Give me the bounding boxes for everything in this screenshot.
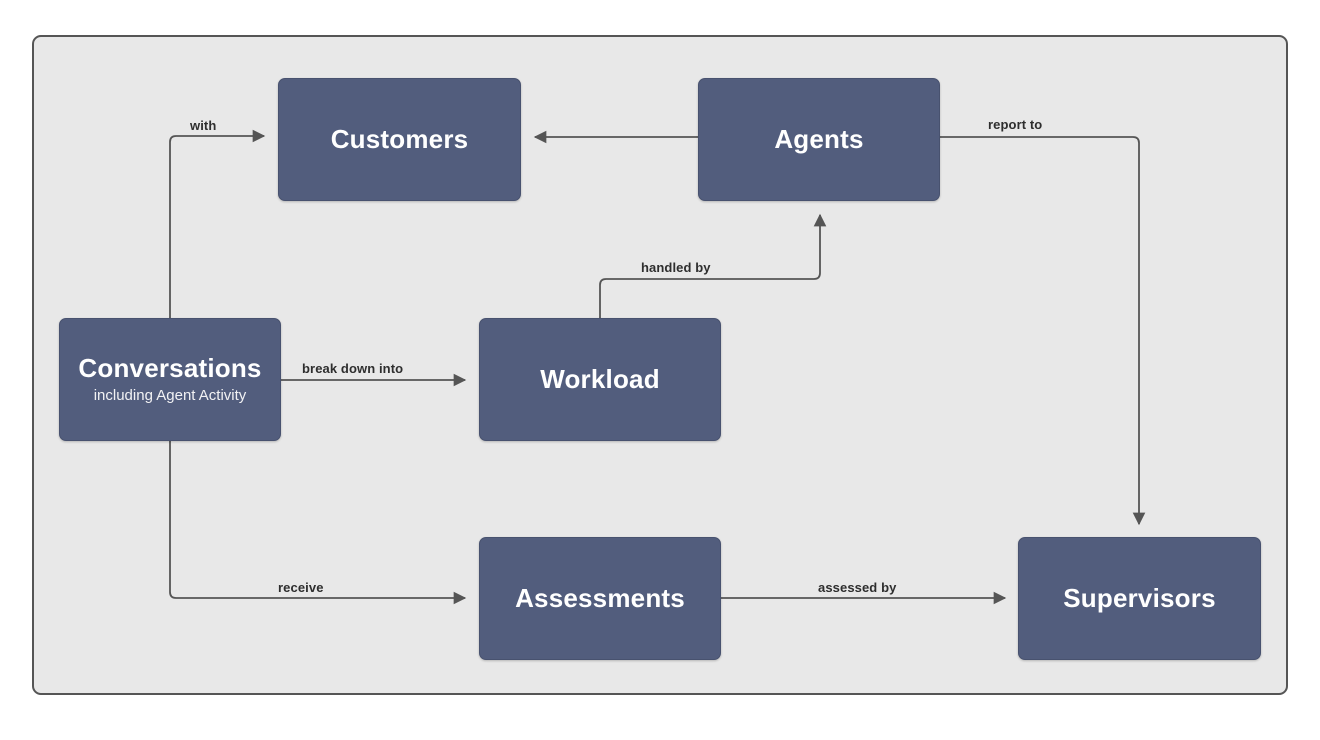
edge-label-assessed-by: assessed by — [818, 580, 897, 595]
node-supervisors-title: Supervisors — [1063, 583, 1216, 614]
node-conversations-subtitle: including Agent Activity — [93, 386, 247, 404]
edge-label-break-down-into: break down into — [302, 361, 404, 376]
edge-conversations-customers — [169, 129, 266, 318]
edge-label-handled-by: handled by — [641, 260, 711, 275]
node-assessments-title: Assessments — [515, 583, 685, 614]
node-conversations-title: Conversations — [78, 353, 262, 384]
edge-workload-agents — [599, 213, 827, 318]
edge-label-with: with — [190, 118, 217, 133]
node-assessments[interactable]: Assessments — [479, 537, 721, 660]
node-agents-title: Agents — [774, 124, 864, 155]
node-conversations[interactable]: Conversations including Agent Activity — [59, 318, 281, 441]
node-workload-title: Workload — [540, 364, 660, 395]
node-customers-title: Customers — [330, 124, 469, 155]
edge-label-report-to: report to — [988, 117, 1043, 132]
edge-conversations-assessments — [169, 441, 467, 605]
node-customers[interactable]: Customers — [278, 78, 521, 201]
edge-label-receive: receive — [278, 580, 324, 595]
edge-agents-supervisors — [940, 136, 1146, 526]
node-agents[interactable]: Agents — [698, 78, 940, 201]
node-supervisors[interactable]: Supervisors — [1018, 537, 1261, 660]
node-workload[interactable]: Workload — [479, 318, 721, 441]
